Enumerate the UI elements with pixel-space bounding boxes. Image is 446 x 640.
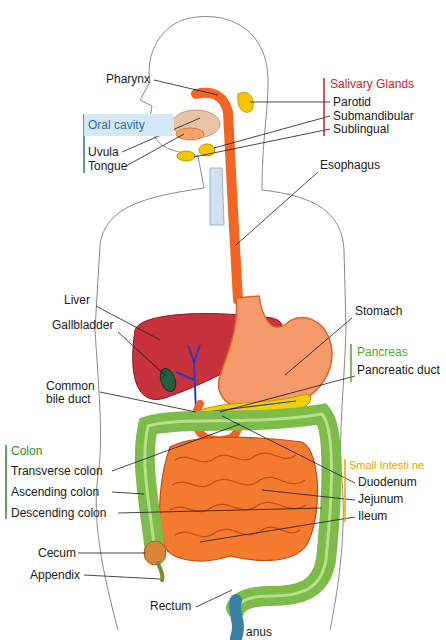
part-label: anus [246,626,272,639]
part-label: Ileum [358,510,387,523]
intestine-loop [175,453,296,462]
part-label: Uvula [88,146,119,159]
part-label: Cecum [38,547,76,560]
cecum-shape [144,541,166,565]
leader-line [78,553,146,554]
colon-tube [145,414,332,608]
bile-ducts [176,345,200,412]
leader-line [118,332,166,376]
part-label: Esophagus [320,159,380,172]
leader-line [112,492,144,494]
part-label: Liver [64,294,90,307]
leader-line [154,80,218,95]
part-label: Parotid [333,96,371,109]
leader-line [236,172,318,245]
group-box: Oral cavity [84,114,174,136]
part-label: Jejunum [358,493,403,506]
part-label: Ascending colon [11,486,99,499]
group-heading: Oral cavity [88,118,145,132]
trachea [210,168,224,225]
leader-line [214,116,330,148]
torso-left [95,188,204,630]
leader-line [262,490,355,500]
intestine-loop [172,477,305,486]
stomach-shape [219,296,332,412]
leader-line [285,318,352,375]
leader-lines [78,80,355,607]
intestine-loops [170,453,306,536]
part-label: Small Intesti ne [349,459,424,472]
leader-line [220,376,355,412]
leader-line [100,392,196,412]
leader-line [118,508,322,513]
leader-line [200,517,355,542]
leader-line [196,590,232,607]
appendix-shape [158,563,163,580]
group-bracket [350,344,352,382]
part-label: Salivary Glands [330,78,414,91]
group-bracket [5,445,7,519]
leader-line [84,575,160,579]
part-label: Submandibular [333,110,414,123]
leader-line [250,102,330,103]
part-label: Stomach [355,305,402,318]
leader-line [222,416,355,483]
rectum-shape [235,600,238,638]
head-profile [140,18,204,188]
part-label: Tongue [88,160,127,173]
part-label: Pancreatic duct [357,364,440,377]
leader-line [126,134,184,166]
leader-line [112,424,240,471]
part-label: Common bile duct [46,380,106,406]
small-intestine-shape [160,437,318,561]
part-label: Colon [11,445,42,458]
part-label: Sublingual [333,123,389,136]
tongue-shape [176,128,204,140]
colon-band [145,414,332,608]
part-label: Transverse colon [11,465,103,478]
gallbladder-shape [157,366,178,393]
sublingual-gland [177,151,195,161]
group-bracket [344,459,346,522]
esophagus-tube [196,93,238,300]
body-outline [95,17,346,630]
group-bracket [323,78,325,136]
part-label: Gallbladder [52,319,113,332]
leader-line [194,129,330,157]
part-label: Descending colon [11,507,106,520]
part-label: Duodenum [358,476,417,489]
part-label: Appendix [30,569,80,582]
part-label: Rectum [150,600,191,613]
part-label: Pancreas [357,346,408,359]
part-label: Pharynx [106,73,150,86]
